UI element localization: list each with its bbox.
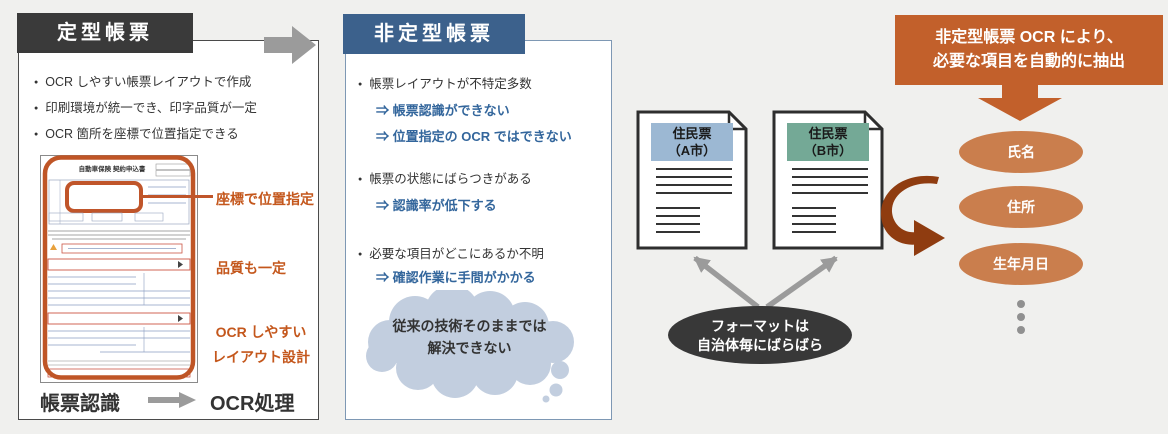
annotation-layout-line2: レイアウト設計	[212, 349, 310, 365]
footer-arrow-icon	[148, 392, 196, 408]
cloud-text-line2: 解決できない	[427, 340, 512, 356]
annotation-layout-line1: OCR しやすい	[215, 324, 307, 340]
fixed-bullet-3: OCR 箇所を座標で位置指定できる	[34, 123, 239, 142]
annotation-quality: 品質も一定	[216, 260, 286, 276]
fixed-bullet-1: OCR しやすい帳票レイアウトで作成	[34, 71, 251, 90]
nonfixed-bullet-1: 帳票レイアウトが不特定多数	[358, 73, 532, 92]
panel-transition-arrow-icon	[264, 26, 316, 64]
nonfixed-bullet-3: 必要な項目がどこにあるか不明	[358, 243, 544, 262]
footer-step-ocr: OCR処理	[210, 393, 295, 415]
document-a-label-line1: 住民票	[672, 126, 712, 141]
ellipsis-dot-1	[1017, 300, 1025, 308]
callout-line2: 必要な項目を自動的に抽出	[932, 53, 1125, 70]
nonfixed-bullet-2: 帳票の状態にばらつきがある	[358, 168, 532, 187]
bubble-to-documents-arrows-icon	[693, 255, 838, 310]
ocr-extraction-callout: 非定型帳票 OCR により、 必要な項目を自動的に抽出	[895, 15, 1163, 85]
footer-step-recognition: 帳票認識	[40, 393, 120, 415]
document-a-label-line2: （A市）	[667, 143, 717, 158]
sample-form-image: 自動車保険 契約申込書	[40, 155, 198, 383]
curved-extraction-arrow-icon	[880, 175, 945, 256]
format-variance-bubble: フォーマットは 自治体毎にばらばら	[668, 306, 852, 364]
nonfixed-consequence-3a: ⇒ 確認作業に手間がかかる	[376, 270, 536, 285]
annotation-coordinate: 座標で位置指定	[216, 191, 314, 207]
nonfixed-format-header: 非定型帳票	[343, 14, 525, 54]
document-b-label: 住民票 （B市）	[787, 123, 869, 161]
form-title-text: 自動車保険 契約申込書	[79, 164, 146, 173]
document-b-label-line2: （B市）	[803, 143, 853, 158]
format-bubble-line2: 自治体毎にばらばら	[697, 337, 823, 353]
cloud-text-line1: 従来の技術そのままでは	[392, 318, 547, 334]
fixed-bullet-2: 印刷環境が統一でき、印字品質が一定	[34, 97, 257, 116]
callout-line1: 非定型帳票 OCR により、	[935, 29, 1123, 46]
format-bubble-line1: フォーマットは	[711, 318, 809, 334]
nonfixed-consequence-2a: ⇒ 認識率が低下する	[376, 198, 497, 213]
field-oval-name: 氏名	[959, 131, 1083, 173]
form-orange-frame	[42, 155, 196, 380]
form-highlight-zone	[65, 181, 143, 213]
nonfixed-consequence-1a: ⇒ 帳票認識ができない	[376, 103, 510, 118]
coordinate-connector-line	[139, 195, 213, 198]
field-oval-address: 住所	[959, 186, 1083, 228]
fixed-format-header: 定型帳票	[17, 13, 193, 53]
document-a-label: 住民票 （A市）	[651, 123, 733, 161]
callout-down-arrow-icon	[978, 85, 1062, 121]
ellipsis-dot-3	[1017, 326, 1025, 334]
nonfixed-consequence-1b: ⇒ 位置指定の OCR ではできない	[376, 129, 572, 144]
document-city-a: 住民票 （A市）	[636, 110, 748, 250]
thought-cloud-shape	[366, 290, 574, 403]
document-b-label-line1: 住民票	[808, 126, 848, 141]
document-city-b: 住民票 （B市）	[772, 110, 884, 250]
field-oval-birthdate: 生年月日	[959, 243, 1083, 285]
ellipsis-dot-2	[1017, 313, 1025, 321]
